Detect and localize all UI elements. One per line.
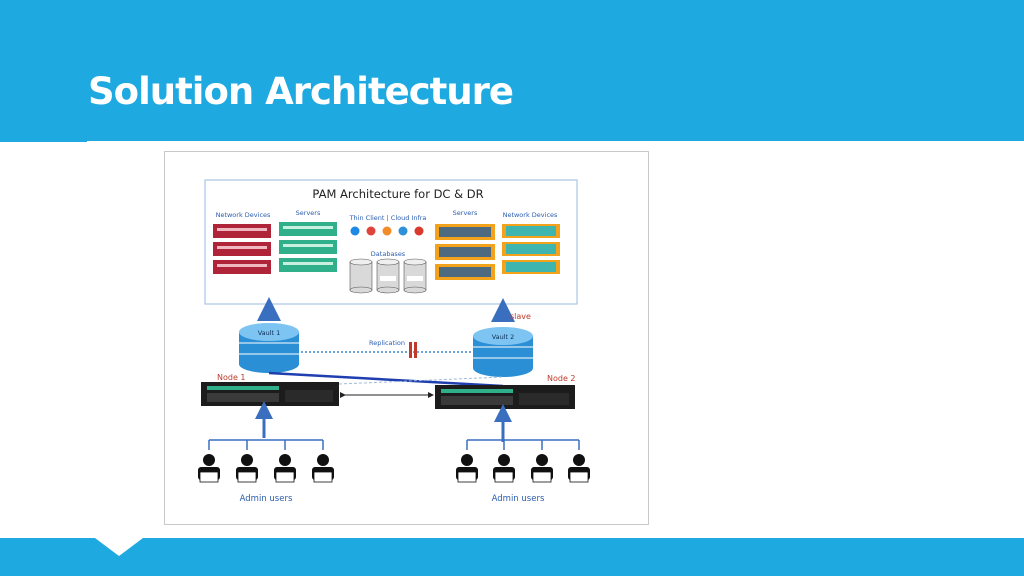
header-bar [0,0,1024,141]
label-servers-left: Servers [296,209,321,217]
admin-user-icon [568,454,590,483]
diagram-frame: PAM Architecture for DC & DR Network Dev… [164,151,649,525]
label-admin-users-right: Admin users [492,494,545,504]
database-icon [376,258,400,294]
user-tree-right [466,439,580,450]
label-databases: Databases [371,250,406,258]
label-network-devices-left: Network Devices [216,211,271,219]
label-vault2: Vault 2 [492,333,515,341]
database-icon [403,258,427,294]
header-accent [0,139,87,142]
label-slave: slave [510,312,531,321]
footer-tab [95,538,143,556]
firefox-icon [382,226,392,236]
link-node1-vault2 [268,376,504,388]
admin-user-icon [274,454,296,483]
database-icon [349,258,373,294]
admin-user-icon [493,454,515,483]
label-node1: Node 1 [217,373,246,382]
server-rack-icon [435,224,495,280]
diagram-title: PAM Architecture for DC & DR [312,187,483,201]
opera-icon [414,226,424,236]
server-rack-icon [213,224,271,274]
label-network-devices-right: Network Devices [503,211,558,219]
label-admin-users-left: Admin users [240,494,293,504]
user-tree-left [208,439,324,450]
architecture-diagram: PAM Architecture for DC & DR Network Dev… [198,179,590,504]
label-node2: Node 2 [547,374,576,383]
edge-icon [398,226,408,236]
vault-icon [473,327,533,377]
admin-user-icon [198,454,220,483]
replication-marker [409,342,412,358]
footer-bar [0,538,1024,576]
vault-icon [239,323,299,373]
server-rack-icon [279,222,337,272]
ie-icon [350,226,360,236]
server-rack-icon [201,382,339,406]
label-servers-right: Servers [453,209,478,217]
admin-user-icon [456,454,478,483]
admin-user-icon [531,454,553,483]
admin-user-icon [312,454,334,483]
link-vault1-node2 [268,371,504,388]
server-rack-icon [435,385,575,409]
label-replication: Replication [369,339,405,347]
replication-marker [414,342,417,358]
chrome-icon [366,226,376,236]
admin-user-icon [236,454,258,483]
label-thin-client: Thin Client | Cloud Infra [349,214,427,222]
slide-title: Solution Architecture [88,70,514,113]
label-vault1: Vault 1 [258,329,281,337]
server-rack-icon [502,224,560,274]
